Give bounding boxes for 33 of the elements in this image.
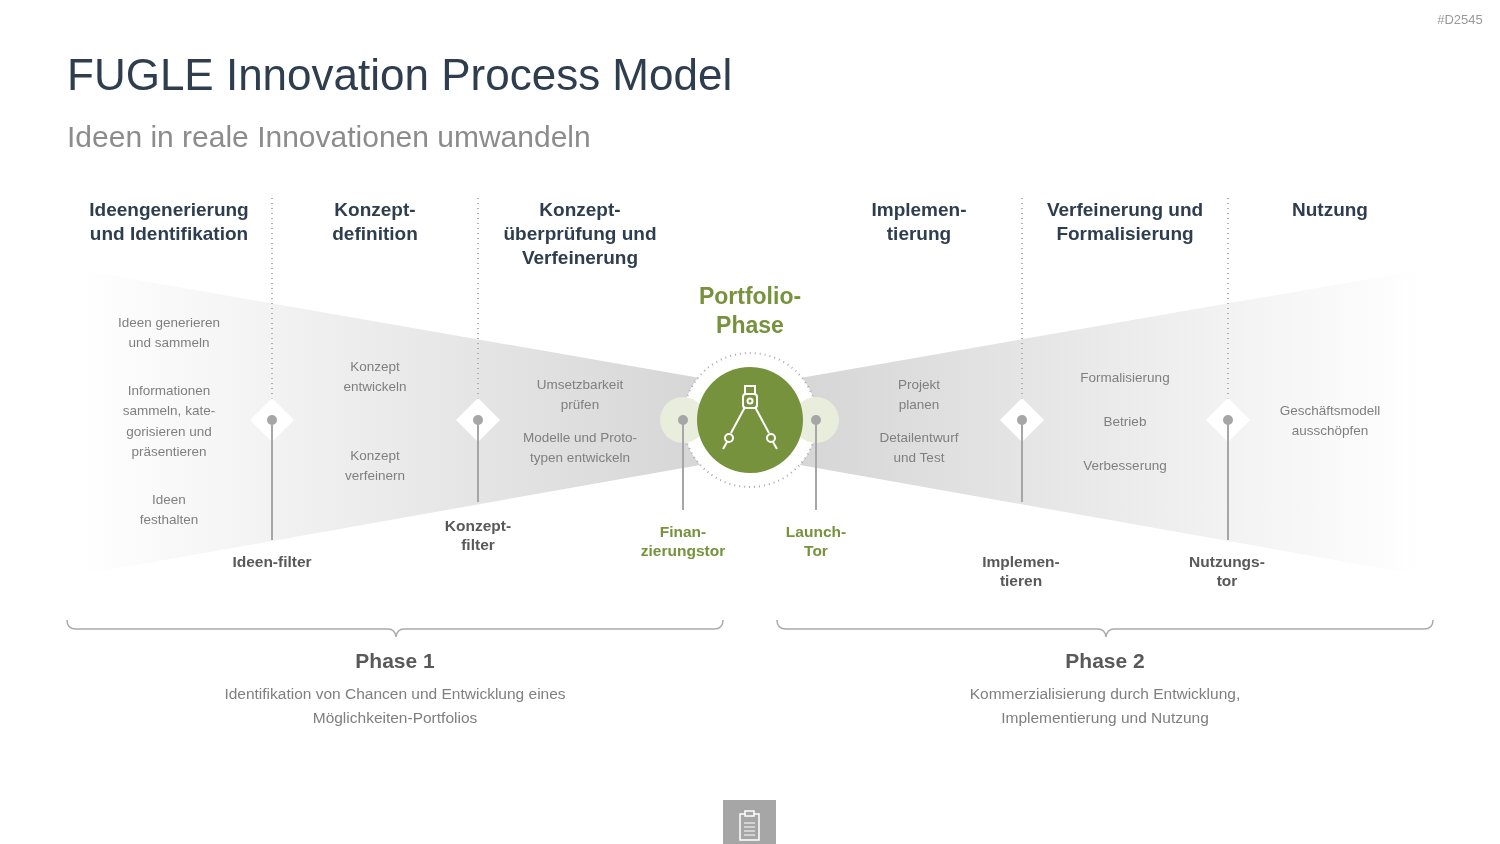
gate-label: Konzept-filter — [443, 516, 513, 555]
title: FUGLE Innovation Process Model — [67, 50, 733, 100]
step-text: Geschäftsmodell ausschöpfen — [1278, 402, 1382, 441]
step-text: Formalisierung — [1079, 369, 1171, 387]
step-text: Ideen generieren und sammeln — [116, 314, 222, 353]
step-text: Verbesserung — [1082, 457, 1168, 475]
step-text: Betrieb — [1102, 413, 1148, 431]
step-text: Informationen sammeln, kate-gorisieren und präsentieren — [121, 382, 217, 461]
step-text: Projekt planen — [897, 376, 941, 415]
column-heading: Verfeinerung und Formalisierung — [1045, 198, 1205, 246]
column-heading: Implemen-tierung — [870, 198, 968, 246]
step-text: Ideen festhalten — [138, 491, 200, 530]
phase-description: Identifikation von Chancen und Entwicklung eines Möglichkeiten-Portfolios — [223, 684, 567, 728]
column-heading: Ideengenerierung und Identifikation — [88, 198, 250, 246]
phase-description: Kommerzialisierung durch Entwicklung, Implementierung und Nutzung — [968, 684, 1242, 728]
column-heading: Nutzung — [1291, 198, 1369, 222]
phase-heading: Portfolio-Phase — [697, 282, 803, 340]
phase-title: Phase 1 — [354, 648, 436, 674]
label-code: #D2545 — [1436, 12, 1484, 29]
step-text: Konzept verfeinern — [343, 447, 406, 486]
column-heading: Konzept-überprüfung und Verfeinerung — [502, 198, 658, 270]
step-text: Umsetzbarkeit prüfen — [535, 376, 625, 415]
step-text: Konzept entwickeln — [342, 358, 408, 397]
gate-label: Finan-zierungstor — [639, 522, 727, 561]
gate-label: Implemen-tieren — [981, 552, 1061, 591]
gate-label: Launch-Tor — [784, 522, 848, 561]
subtitle: Ideen in reale Innovationen umwandeln — [67, 119, 591, 155]
gate-label: Ideen-filter — [232, 552, 312, 572]
gate-label: Nutzungs-tor — [1188, 552, 1266, 591]
step-text: Detailentwurf und Test — [878, 429, 960, 468]
column-heading: Konzept-definition — [331, 198, 419, 246]
phase-title: Phase 2 — [1064, 648, 1146, 674]
step-text: Modelle und Proto-typen entwickeln — [521, 429, 639, 468]
